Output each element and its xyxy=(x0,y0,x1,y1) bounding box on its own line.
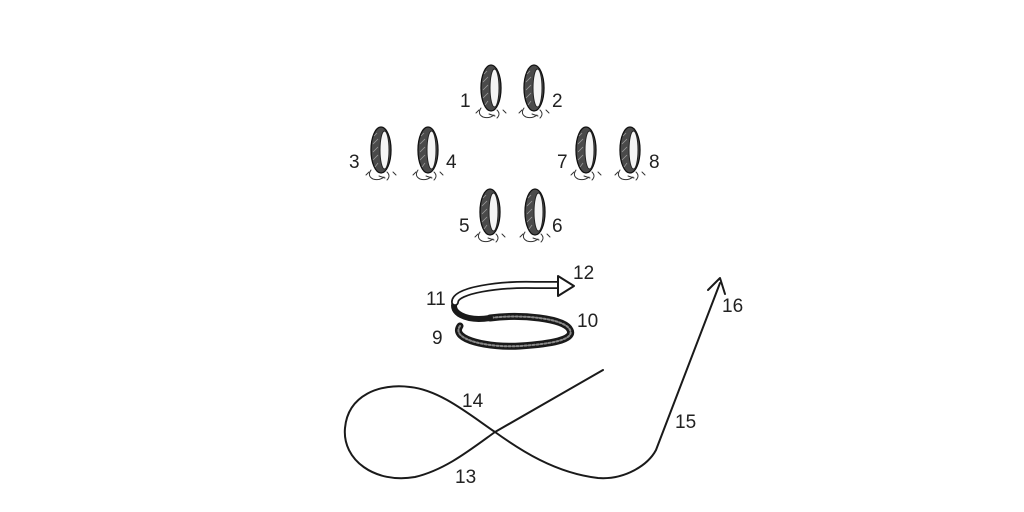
ring-1 xyxy=(475,64,507,119)
label-13: 13 xyxy=(455,467,476,488)
ring-7 xyxy=(570,126,602,181)
label-14: 14 xyxy=(462,391,484,412)
label-2: 2 xyxy=(552,91,563,112)
label-6: 6 xyxy=(552,216,563,237)
label-16: 16 xyxy=(722,296,743,317)
ring-2 xyxy=(518,64,550,119)
label-9: 9 xyxy=(432,328,443,349)
spiral-arrow-icon xyxy=(451,275,575,350)
ring-5 xyxy=(474,188,506,243)
label-5: 5 xyxy=(459,216,470,237)
figure-eight-path-icon xyxy=(343,277,726,480)
label-3: 3 xyxy=(349,152,360,173)
ring-4 xyxy=(412,126,444,181)
label-15: 15 xyxy=(675,412,696,433)
label-1: 1 xyxy=(460,91,471,112)
ring-8 xyxy=(614,126,646,181)
label-8: 8 xyxy=(649,152,660,173)
ring-3 xyxy=(365,126,397,181)
label-7: 7 xyxy=(557,152,568,173)
label-11: 11 xyxy=(426,289,446,310)
label-10: 10 xyxy=(577,311,598,332)
label-12: 12 xyxy=(573,263,594,284)
label-4: 4 xyxy=(446,152,457,173)
ring-6 xyxy=(519,188,551,243)
